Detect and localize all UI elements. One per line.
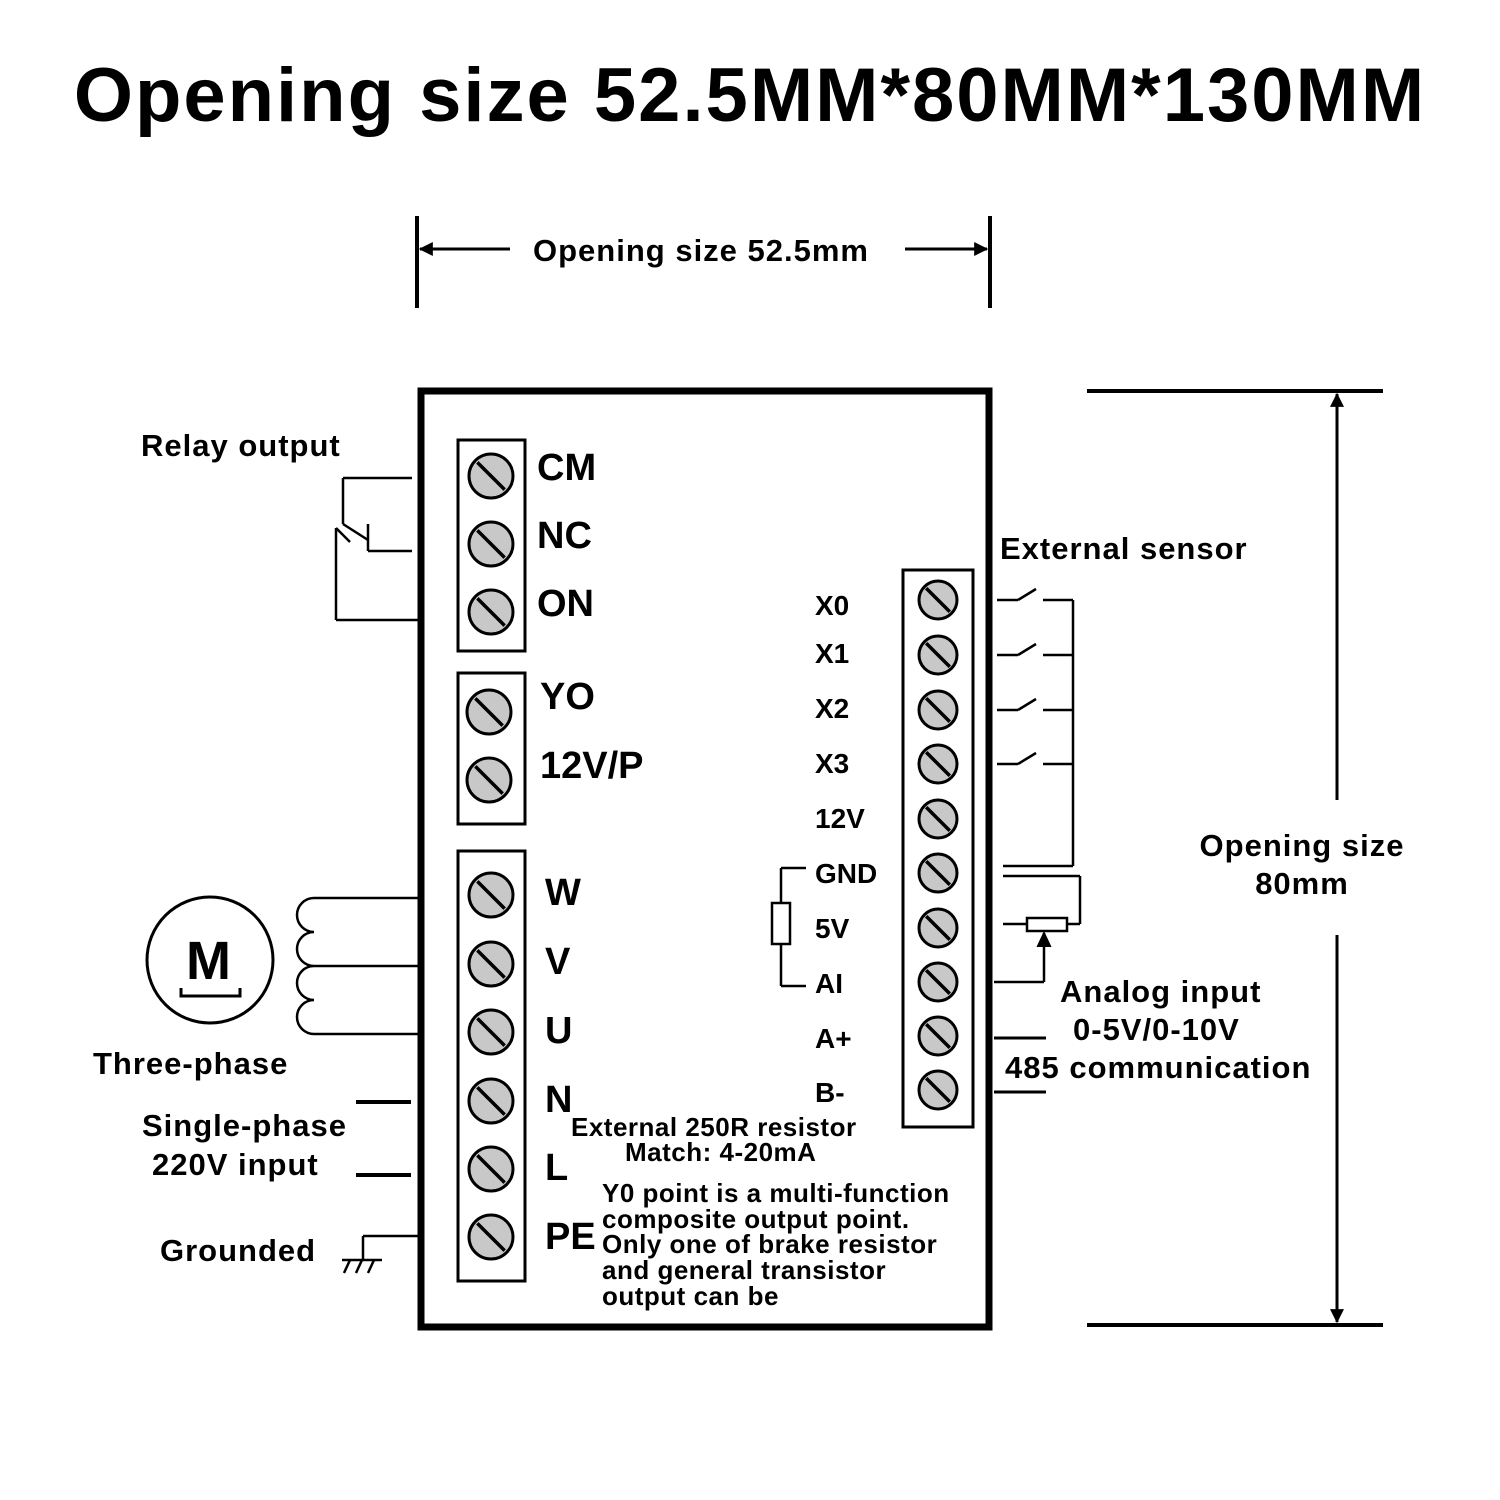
screw-x3	[917, 743, 959, 785]
single-phase-label-line2: 220V input	[152, 1147, 319, 1182]
screw-cm	[467, 452, 515, 500]
terminal-label-v: V	[545, 941, 571, 983]
screw-n	[467, 1077, 515, 1125]
screw-12v-p	[465, 756, 513, 804]
y0-note-line3: Only one of brake resistor	[602, 1229, 938, 1259]
screw-u	[467, 1008, 515, 1056]
terminal-label-5v: 5V	[815, 913, 850, 944]
relay-terminal-block	[456, 438, 527, 653]
width-dimension-label: Opening size 52.5mm	[533, 233, 869, 268]
screw-x0	[917, 579, 959, 621]
screw-12v	[917, 798, 959, 840]
external-sensor-label: External sensor	[1000, 531, 1248, 566]
y0-note-line2: composite output point.	[602, 1204, 910, 1234]
terminal-screws	[465, 452, 959, 1261]
sensor-switch-lines	[997, 587, 1073, 766]
sensor-switch-x0	[997, 587, 1073, 602]
sensor-switch-x3	[997, 751, 1073, 766]
screw-nc	[467, 520, 515, 568]
screw-a-	[917, 1015, 959, 1057]
terminal-label-b-minus: B-	[815, 1077, 845, 1108]
single-phase-label-line1: Single-phase	[142, 1108, 347, 1143]
power-terminal-block	[456, 849, 527, 1283]
terminal-label-x2: X2	[815, 693, 850, 724]
screw-gnd	[917, 852, 959, 894]
sensor-switch-x2	[997, 697, 1073, 712]
terminal-label-12v: 12V	[815, 803, 865, 834]
screw-x2	[917, 689, 959, 731]
resistor-symbol	[770, 866, 806, 988]
terminal-label-gnd: GND	[815, 858, 878, 889]
potentiometer-symbol	[994, 874, 1082, 984]
terminal-label-cm: CM	[537, 447, 597, 489]
screw-x1	[917, 634, 959, 676]
width-dimension	[415, 216, 992, 308]
terminal-label-on: ON	[537, 583, 594, 625]
height-dimension-label-line2: 80mm	[1255, 866, 1349, 901]
sensor-switches	[1003, 600, 1075, 878]
terminal-label-x1: X1	[815, 638, 850, 669]
ground-symbol	[342, 1234, 420, 1274]
terminal-label-l: L	[545, 1147, 569, 1189]
resistor-note-line1: External 250R resistor	[571, 1112, 857, 1142]
y0-note-line4: and general transistor	[602, 1255, 887, 1285]
relay-output-label: Relay output	[141, 428, 341, 463]
screw-on	[467, 588, 515, 636]
screw-pe	[467, 1213, 515, 1261]
height-dimension-label-line1: Opening size	[1199, 828, 1405, 863]
terminal-label-12vp: 12V/P	[540, 745, 644, 787]
resistor-note-line2: Match: 4-20mA	[625, 1137, 817, 1167]
terminal-label-pe: PE	[545, 1216, 596, 1258]
terminal-label-n: N	[545, 1079, 573, 1121]
screw-v	[467, 940, 515, 988]
terminal-label-ai: AI	[815, 968, 843, 999]
grounded-label: Grounded	[160, 1233, 317, 1268]
screw-w	[467, 871, 515, 919]
screw-ai	[917, 961, 959, 1003]
terminal-label-u: U	[545, 1010, 573, 1052]
y0-note-line5: output can be	[602, 1281, 779, 1311]
three-phase-label: Three-phase	[93, 1046, 289, 1081]
rs485-leads	[994, 1036, 1046, 1094]
screw-l	[467, 1145, 515, 1193]
terminal-label-w: W	[545, 872, 581, 914]
terminal-label-yo: YO	[540, 676, 595, 718]
analog-input-label-line1: Analog input	[1060, 974, 1262, 1009]
analog-input-label-line2: 0-5V/0-10V	[1073, 1012, 1240, 1047]
terminal-label-x0: X0	[815, 590, 850, 621]
screw-yo	[465, 688, 513, 736]
terminal-label-x3: X3	[815, 748, 850, 779]
screw-5v	[917, 907, 959, 949]
screw-b-	[917, 1069, 959, 1111]
page-title: Opening size 52.5MM*80MM*130MM	[73, 53, 1427, 138]
controller-enclosure	[417, 387, 993, 1331]
rs485-label: 485 communication	[1005, 1050, 1312, 1085]
motor-symbol-label: M	[186, 931, 231, 991]
relay-contact-symbol	[334, 476, 420, 622]
y0-note-line1: Y0 point is a multi-function	[602, 1178, 950, 1208]
single-phase-leads	[356, 1100, 411, 1177]
io-terminal-block	[901, 568, 975, 1129]
terminal-label-a-plus: A+	[815, 1023, 852, 1054]
output-terminal-block	[456, 671, 527, 826]
height-dimension	[1087, 389, 1383, 1327]
motor-symbol	[145, 895, 275, 1025]
motor-coil-symbol	[295, 896, 420, 1036]
terminal-label-nc: NC	[537, 515, 592, 557]
sensor-switch-x1	[997, 642, 1073, 657]
